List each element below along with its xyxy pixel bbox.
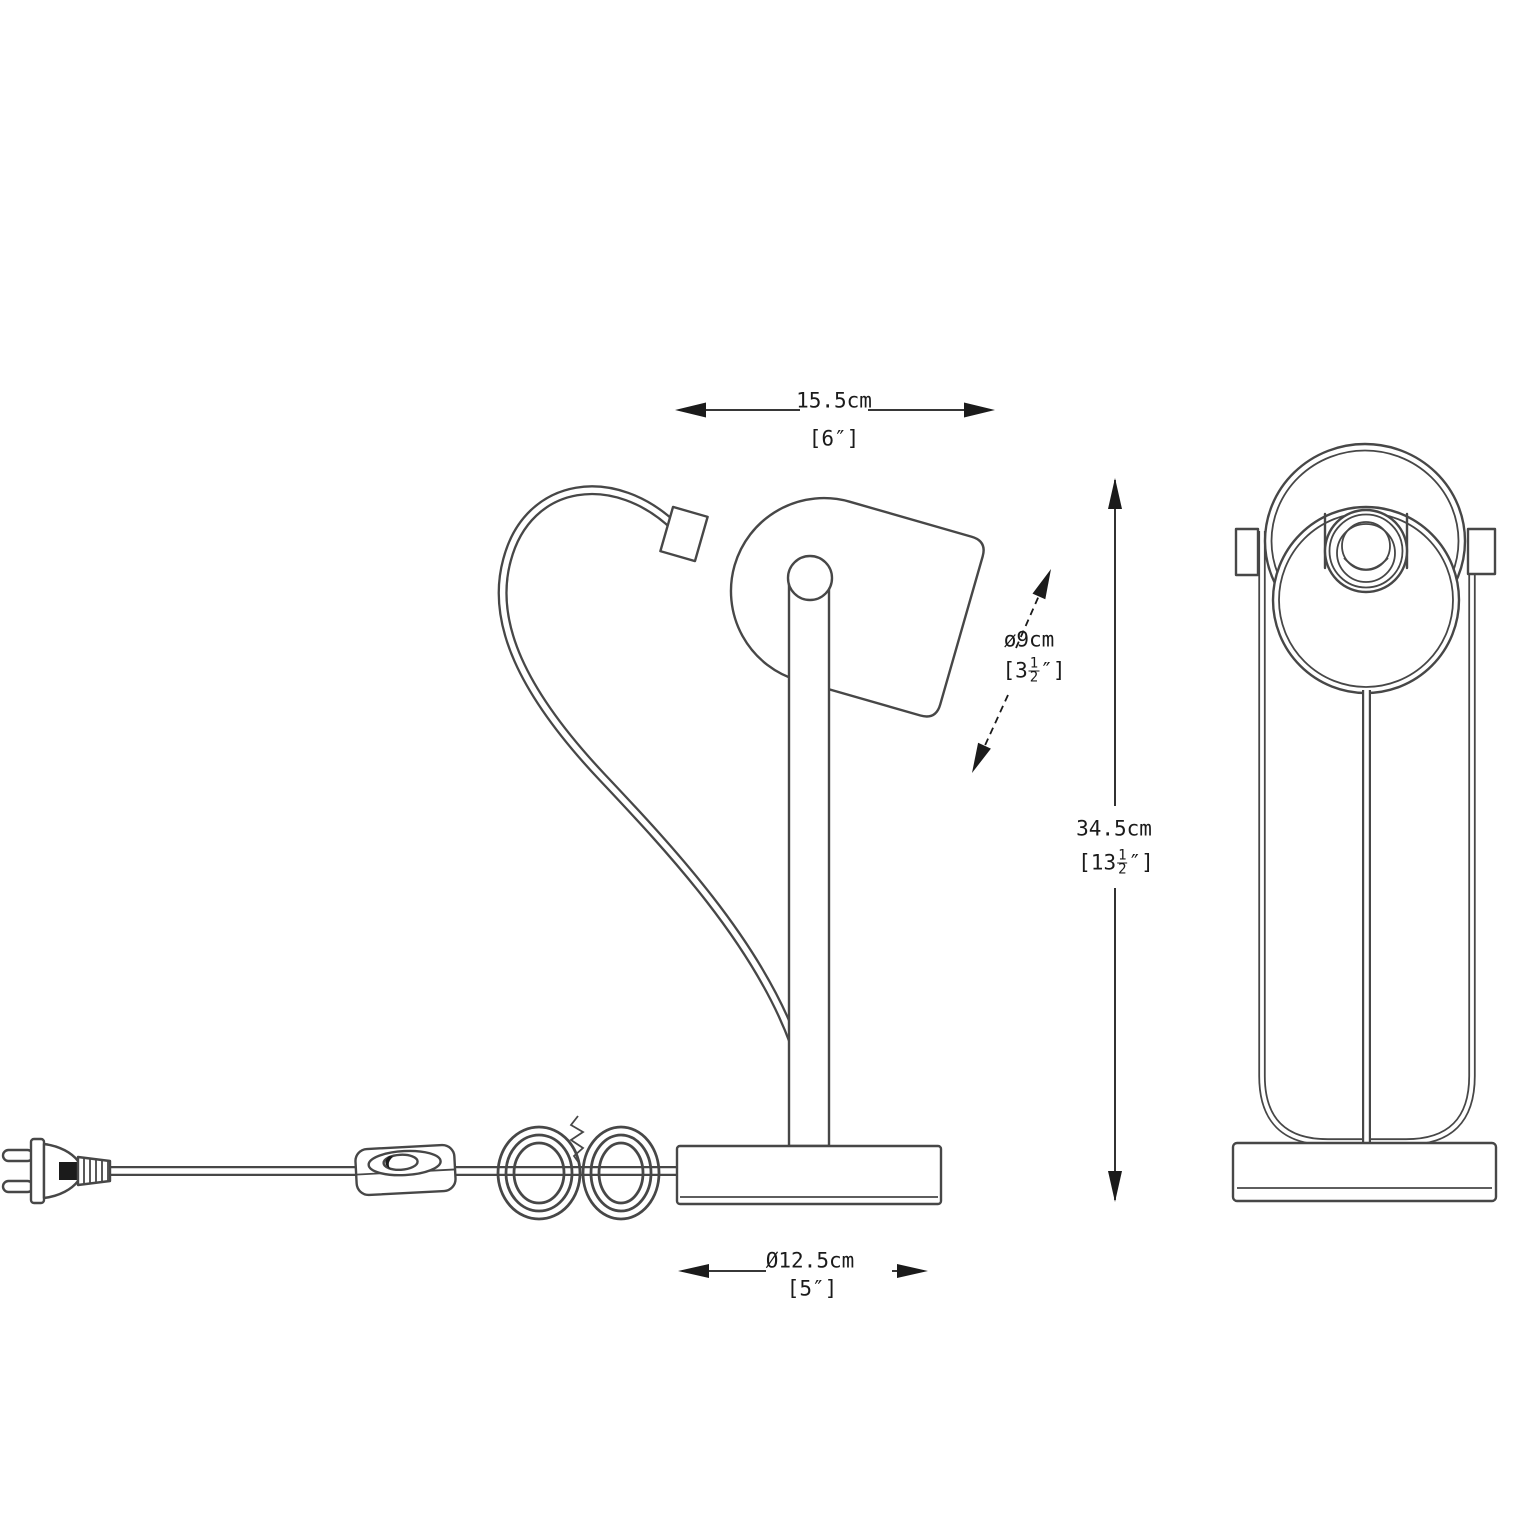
switch-rocker-icon [382, 1153, 419, 1172]
dim-head-width-inch: [6″] [808, 426, 860, 451]
cord-grip [76, 1155, 112, 1187]
plug-prong-icon [1, 1179, 35, 1194]
inch-prefix: [13 [1078, 850, 1117, 875]
dim-base-diameter-cm: Ø12.5cm [765, 1248, 855, 1273]
right-bracket [1466, 527, 1497, 576]
fraction-denominator: 2 [1118, 861, 1127, 878]
cable-connector [659, 505, 709, 563]
front-base [1231, 1141, 1498, 1203]
power-plug [1, 1137, 112, 1205]
fraction-numerator: 1 [1028, 655, 1040, 672]
bulb-socket [1323, 508, 1409, 594]
lamp-head [729, 496, 985, 718]
inline-switch [354, 1143, 457, 1197]
dim-base-diameter-inch: [5″] [786, 1276, 838, 1301]
coil-tie [569, 1115, 585, 1164]
shade-rim [1271, 505, 1461, 695]
lamp-base [675, 1144, 943, 1206]
stand-rod [787, 576, 831, 1148]
cord-coil [496, 1115, 661, 1221]
inch-prefix: [3 [1002, 658, 1028, 683]
dim-head-width-cm: 15.5cm [796, 388, 872, 413]
dim-overall-height-cm: 34.5cm [1076, 816, 1152, 841]
inch-suffix: ″] [1128, 850, 1154, 875]
dim-line-base-diameter [678, 1264, 928, 1278]
side-view [1, 485, 985, 1221]
dim-line-overall-height [1108, 478, 1122, 1202]
pivot-joint [786, 554, 834, 602]
front-view [1231, 442, 1498, 1203]
fraction-numerator: 1 [1117, 847, 1128, 864]
dim-shade-diameter-cm: ø9cm [1003, 627, 1055, 652]
left-bracket [1234, 527, 1260, 577]
fraction-denominator: 2 [1029, 669, 1039, 686]
inch-suffix: ″] [1040, 658, 1066, 683]
plug-prong-icon [1, 1148, 35, 1163]
dim-line-head-width [675, 402, 995, 418]
dim-line-shade-diameter [972, 569, 1051, 773]
dimension-lines [675, 402, 1122, 1278]
head-cable [497, 485, 799, 1045]
